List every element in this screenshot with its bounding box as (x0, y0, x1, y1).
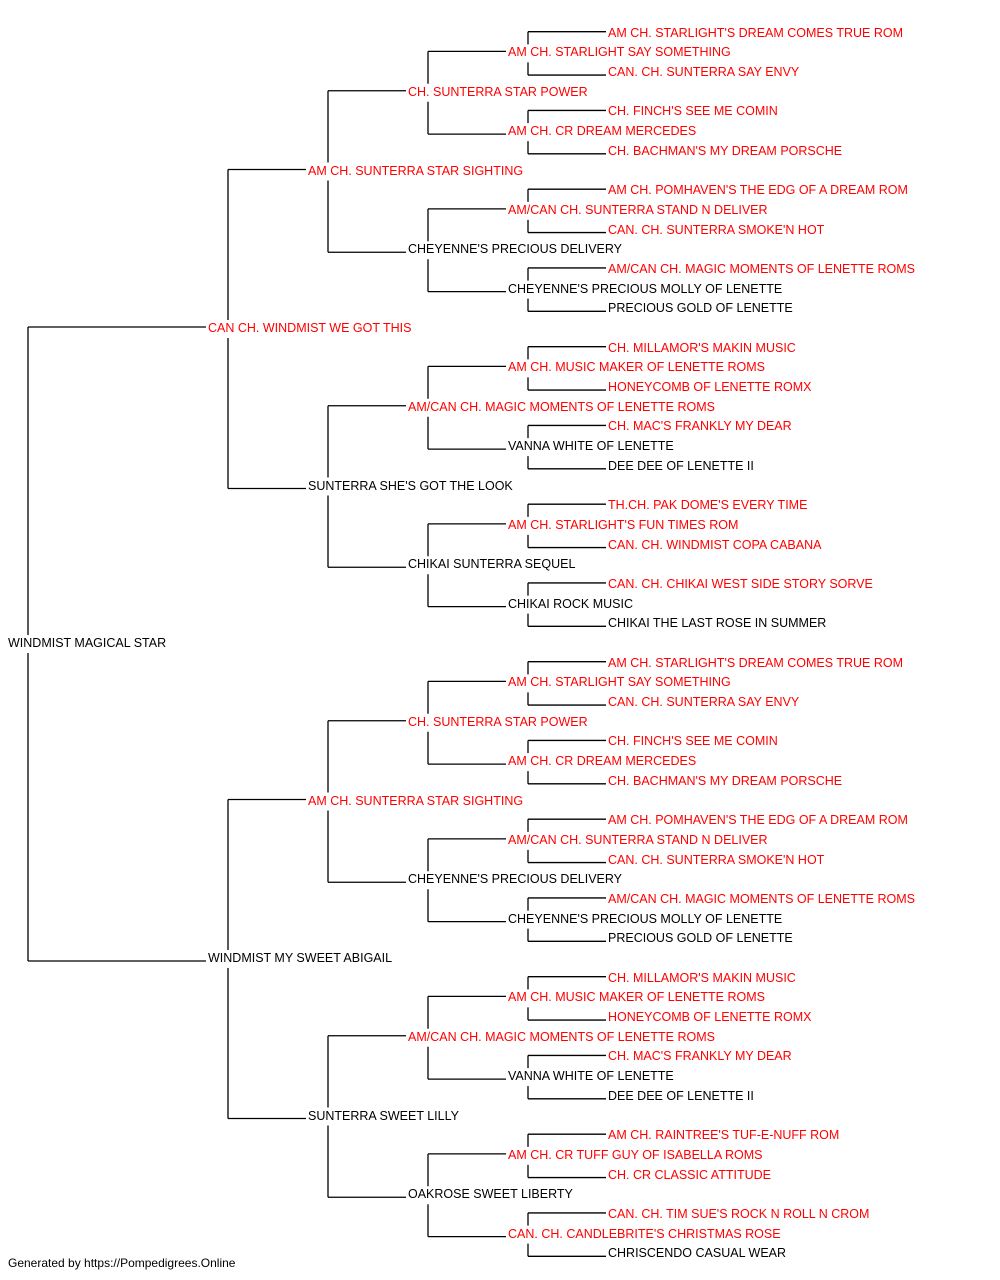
grandparent-sire-name: AM CH. SUNTERRA STAR SIGHTING (308, 163, 524, 178)
g2-grandparent-sire-name: AM CH. STARLIGHT SAY SOMETHING (508, 675, 731, 690)
g3-grandparent-dam-name: DEE DEE OF LENETTE II (608, 1088, 754, 1103)
g3-grandparent-sire-name: AM CH. POMHAVEN'S THE EDG OF A DREAM ROM (608, 183, 908, 198)
g3-grandparent-sire-name: CH. MAC'S FRANKLY MY DEAR (608, 1049, 792, 1064)
g3-grandparent-dam-name: HONEYCOMB OF LENETTE ROMX (608, 1010, 812, 1025)
g3-grandparent-dam-name: CAN. CH. SUNTERRA SAY ENVY (608, 695, 800, 710)
g3-grandparent-sire-name: AM CH. STARLIGHT'S DREAM COMES TRUE ROM (608, 25, 904, 40)
g3-grandparent-dam-name: CH. BACHMAN'S MY DREAM PORSCHE (608, 773, 843, 788)
g3-grandparent-sire-name: AM CH. STARLIGHT'S DREAM COMES TRUE ROM (608, 655, 904, 670)
g3-grandparent-sire-name: CH. MILLAMOR'S MAKIN MUSIC (608, 340, 796, 355)
g3-grandparent-sire-name: TH.CH. PAK DOME'S EVERY TIME (608, 498, 808, 513)
g3-grandparent-dam-name: PRECIOUS GOLD OF LENETTE (608, 301, 793, 316)
g3-grandparent-sire-name: AM/CAN CH. MAGIC MOMENTS OF LENETTE ROMS (608, 891, 915, 906)
great-grandparent-sire-name: CH. SUNTERRA STAR POWER (408, 84, 588, 99)
g2-grandparent-dam-name: VANNA WHITE OF LENETTE (508, 1069, 674, 1084)
g3-grandparent-dam-name: CAN. CH. SUNTERRA SMOKE'N HOT (608, 222, 825, 237)
g2-grandparent-dam-name: CHEYENNE'S PRECIOUS MOLLY OF LENETTE (508, 281, 783, 296)
great-grandparent-dam-name: OAKROSE SWEET LIBERTY (408, 1187, 573, 1202)
g3-grandparent-sire-name: CH. FINCH'S SEE ME COMIN (608, 734, 778, 749)
g2-grandparent-sire-name: AM CH. CR TUFF GUY OF ISABELLA ROMS (508, 1147, 763, 1162)
g2-grandparent-sire-name: AM CH. MUSIC MAKER OF LENETTE ROMS (508, 990, 765, 1005)
parent-sire-name: CAN CH. WINDMIST WE GOT THIS (208, 321, 412, 335)
g2-grandparent-sire-name: AM CH. STARLIGHT'S FUN TIMES ROM (508, 517, 739, 532)
g2-grandparent-dam-name: CHEYENNE'S PRECIOUS MOLLY OF LENETTE (508, 911, 783, 926)
generated-by-footer: Generated by https://Pompedigrees.Online (8, 1256, 236, 1270)
g2-grandparent-dam-name: VANNA WHITE OF LENETTE (508, 439, 674, 454)
g3-grandparent-dam-name: CAN. CH. SUNTERRA SMOKE'N HOT (608, 852, 825, 867)
g2-grandparent-dam-name: CHIKAI ROCK MUSIC (508, 596, 634, 611)
great-grandparent-sire-name: AM/CAN CH. MAGIC MOMENTS OF LENETTE ROMS (408, 1029, 715, 1044)
g2-grandparent-sire-name: AM CH. MUSIC MAKER OF LENETTE ROMS (508, 360, 765, 375)
g3-grandparent-sire-name: CAN. CH. TIM SUE'S ROCK N ROLL N CROM (608, 1206, 870, 1221)
subject-root-name: WINDMIST MAGICAL STAR (8, 636, 167, 650)
grandparent-dam-name: SUNTERRA SWEET LILLY (308, 1108, 459, 1123)
g3-grandparent-dam-name: CHIKAI THE LAST ROSE IN SUMMER (608, 616, 827, 631)
g3-grandparent-dam-name: CH. CR CLASSIC ATTITUDE (608, 1167, 771, 1182)
g2-grandparent-sire-name: AM CH. STARLIGHT SAY SOMETHING (508, 45, 731, 60)
great-grandparent-dam-name: CHIKAI SUNTERRA SEQUEL (408, 557, 576, 572)
great-grandparent-sire-name: AM/CAN CH. MAGIC MOMENTS OF LENETTE ROMS (408, 399, 715, 414)
grandparent-sire-name: AM CH. SUNTERRA STAR SIGHTING (308, 793, 524, 808)
g3-grandparent-sire-name: AM CH. POMHAVEN'S THE EDG OF A DREAM ROM (608, 813, 908, 828)
great-grandparent-dam-name: CHEYENNE'S PRECIOUS DELIVERY (408, 242, 623, 257)
g3-grandparent-dam-name: HONEYCOMB OF LENETTE ROMX (608, 380, 812, 395)
g3-grandparent-dam-name: PRECIOUS GOLD OF LENETTE (608, 931, 793, 946)
g2-grandparent-dam-name: AM CH. CR DREAM MERCEDES (508, 754, 697, 769)
grandparent-dam-name: SUNTERRA SHE'S GOT THE LOOK (308, 478, 513, 493)
g3-grandparent-sire-name: AM CH. RAINTREE'S TUF-E-NUFF ROM (608, 1128, 840, 1143)
g2-grandparent-sire-name: AM/CAN CH. SUNTERRA STAND N DELIVER (508, 202, 768, 217)
g3-grandparent-sire-name: CH. MILLAMOR'S MAKIN MUSIC (608, 970, 796, 985)
g3-grandparent-dam-name: CH. BACHMAN'S MY DREAM PORSCHE (608, 143, 843, 158)
g3-grandparent-dam-name: CAN. CH. SUNTERRA SAY ENVY (608, 65, 800, 80)
g3-grandparent-dam-name: CHRISCENDO CASUAL WEAR (608, 1246, 787, 1261)
g3-grandparent-sire-name: CH. FINCH'S SEE ME COMIN (608, 104, 778, 119)
great-grandparent-sire-name: CH. SUNTERRA STAR POWER (408, 714, 588, 729)
g3-grandparent-sire-name: AM/CAN CH. MAGIC MOMENTS OF LENETTE ROMS (608, 261, 915, 276)
g3-grandparent-sire-name: CAN. CH. CHIKAI WEST SIDE STORY SORVE (608, 576, 873, 591)
g2-grandparent-sire-name: AM/CAN CH. SUNTERRA STAND N DELIVER (508, 832, 768, 847)
g3-grandparent-dam-name: DEE DEE OF LENETTE II (608, 458, 754, 473)
great-grandparent-dam-name: CHEYENNE'S PRECIOUS DELIVERY (408, 872, 623, 887)
g2-grandparent-dam-name: CAN. CH. CANDLEBRITE'S CHRISTMAS ROSE (508, 1226, 781, 1241)
g2-grandparent-dam-name: AM CH. CR DREAM MERCEDES (508, 124, 697, 139)
parent-dam-name: WINDMIST MY SWEET ABIGAIL (208, 951, 393, 965)
g3-grandparent-dam-name: CAN. CH. WINDMIST COPA CABANA (608, 537, 822, 552)
g3-grandparent-sire-name: CH. MAC'S FRANKLY MY DEAR (608, 419, 792, 434)
